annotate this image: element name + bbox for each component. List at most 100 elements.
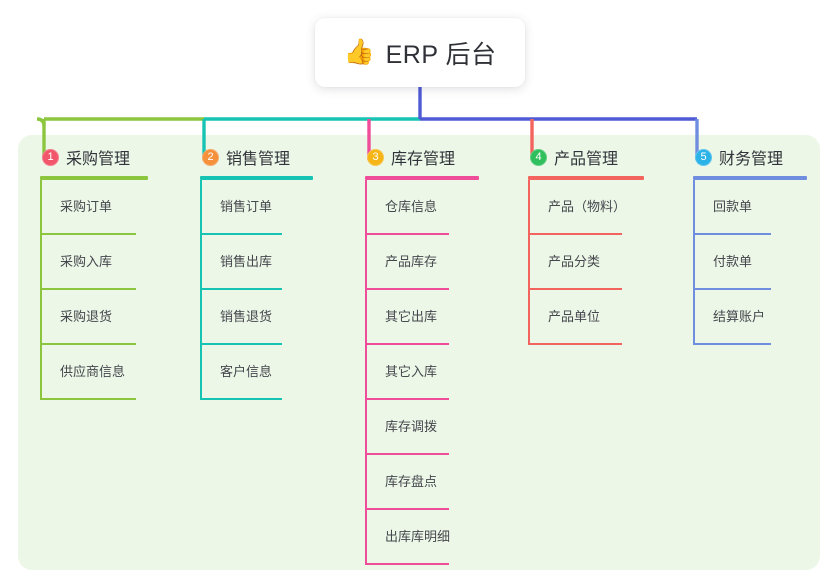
leaf-item[interactable]: 结算账户	[693, 290, 807, 345]
leaf-spine	[693, 180, 695, 235]
leaf-spine	[693, 290, 695, 345]
root-node-card[interactable]: 👍 ERP 后台	[315, 18, 525, 87]
branch-title: 产品管理	[554, 151, 619, 168]
leaf-item[interactable]: 采购订单	[40, 180, 148, 235]
leaf-label: 销售出库	[220, 254, 273, 269]
leaf-item[interactable]: 其它出库	[365, 290, 479, 345]
leaf-item[interactable]: 付款单	[693, 235, 807, 290]
leaf-item[interactable]: 销售出库	[200, 235, 313, 290]
branch-number-badge: 2	[202, 148, 219, 166]
leaf-label: 结算账户	[713, 309, 766, 324]
branch-title: 销售管理	[226, 151, 291, 168]
leaf-spine	[365, 235, 367, 290]
branch-leaf-list: 产品（物料） 产品分类产品单位	[528, 180, 644, 345]
leaf-item[interactable]: 回款单	[693, 180, 807, 235]
leaf-label: 产品分类	[548, 254, 601, 269]
leaf-underline	[365, 233, 449, 235]
leaf-label: 客户信息	[220, 364, 273, 379]
leaf-spine	[40, 345, 42, 400]
leaf-item[interactable]: 仓库信息	[365, 180, 479, 235]
leaf-spine	[40, 180, 42, 235]
leaf-label: 采购退货	[60, 309, 113, 324]
leaf-label: 付款单	[713, 254, 753, 269]
leaf-underline	[693, 343, 771, 345]
leaf-item[interactable]: 销售订单	[200, 180, 313, 235]
leaf-label: 回款单	[713, 199, 753, 214]
leaf-underline	[365, 508, 449, 510]
leaf-underline	[693, 233, 771, 235]
leaf-label: 出库库明细	[385, 529, 451, 544]
leaf-underline	[40, 233, 136, 235]
leaf-spine	[693, 235, 695, 290]
leaf-underline	[200, 343, 282, 345]
leaf-item[interactable]: 供应商信息	[40, 345, 148, 400]
leaf-underline	[200, 288, 282, 290]
thumbs-up-icon: 👍	[343, 38, 375, 66]
leaf-item[interactable]: 销售退货	[200, 290, 313, 345]
leaf-underline	[365, 563, 449, 565]
leaf-underline	[693, 288, 771, 290]
branch-header-rule	[365, 176, 479, 180]
leaf-spine	[528, 180, 530, 235]
leaf-spine	[365, 400, 367, 455]
root-node-content: 👍 ERP 后台	[343, 35, 496, 71]
leaf-item[interactable]: 其它入库	[365, 345, 479, 400]
leaf-underline	[528, 343, 622, 345]
leaf-spine	[365, 455, 367, 510]
leaf-underline	[40, 398, 136, 400]
leaf-spine	[365, 290, 367, 345]
leaf-label: 其它入库	[385, 364, 438, 379]
branch-title: 采购管理	[66, 151, 131, 168]
branch-header-3[interactable]: 3 库存管理	[365, 144, 479, 170]
leaf-label: 库存盘点	[385, 474, 438, 489]
branch-column-3: 3 库存管理仓库信息产品库存其它出库其它入库库存调拨库存盘点出库库明细	[365, 144, 479, 565]
branch-number-badge: 3	[367, 148, 384, 166]
leaf-label: 其它出库	[385, 309, 438, 324]
leaf-underline	[365, 398, 449, 400]
branch-header-rule	[40, 176, 148, 180]
leaf-underline	[528, 288, 622, 290]
leaf-item[interactable]: 产品（物料）	[528, 180, 644, 235]
leaf-underline	[365, 453, 449, 455]
branch-header-rule	[528, 176, 644, 180]
leaf-spine	[365, 510, 367, 565]
branch-leaf-list: 仓库信息产品库存其它出库其它入库库存调拨库存盘点出库库明细	[365, 180, 479, 565]
branch-title: 财务管理	[719, 151, 784, 168]
branch-header-rule	[200, 176, 313, 180]
leaf-label: 销售退货	[220, 309, 273, 324]
leaf-item[interactable]: 采购退货	[40, 290, 148, 345]
leaf-label: 产品单位	[548, 309, 601, 324]
leaf-item[interactable]: 产品分类	[528, 235, 644, 290]
leaf-label: 库存调拨	[385, 419, 438, 434]
branch-header-5[interactable]: 5 财务管理	[693, 144, 807, 170]
leaf-item[interactable]: 客户信息	[200, 345, 313, 400]
leaf-item[interactable]: 库存调拨	[365, 400, 479, 455]
leaf-label: 销售订单	[220, 199, 273, 214]
branch-number-badge: 5	[695, 148, 712, 166]
leaf-underline	[365, 288, 449, 290]
leaf-underline	[200, 233, 282, 235]
leaf-label: 产品（物料）	[548, 199, 627, 214]
branch-title: 库存管理	[391, 151, 456, 168]
branch-header-2[interactable]: 2 销售管理	[200, 144, 313, 170]
leaf-item[interactable]: 产品库存	[365, 235, 479, 290]
diagram-background-panel	[18, 135, 820, 570]
leaf-label: 采购入库	[60, 254, 113, 269]
leaf-item[interactable]: 出库库明细	[365, 510, 479, 565]
leaf-label: 供应商信息	[60, 364, 126, 379]
leaf-item[interactable]: 库存盘点	[365, 455, 479, 510]
branch-leaf-list: 采购订单采购入库采购退货供应商信息	[40, 180, 148, 400]
branch-leaf-list: 销售订单销售出库销售退货客户信息	[200, 180, 313, 400]
leaf-underline	[40, 288, 136, 290]
leaf-underline	[365, 343, 449, 345]
branch-leaf-list: 回款单付款单结算账户	[693, 180, 807, 345]
leaf-item[interactable]: 采购入库	[40, 235, 148, 290]
leaf-label: 产品库存	[385, 254, 438, 269]
connector-elbow	[36, 117, 46, 127]
leaf-item[interactable]: 产品单位	[528, 290, 644, 345]
